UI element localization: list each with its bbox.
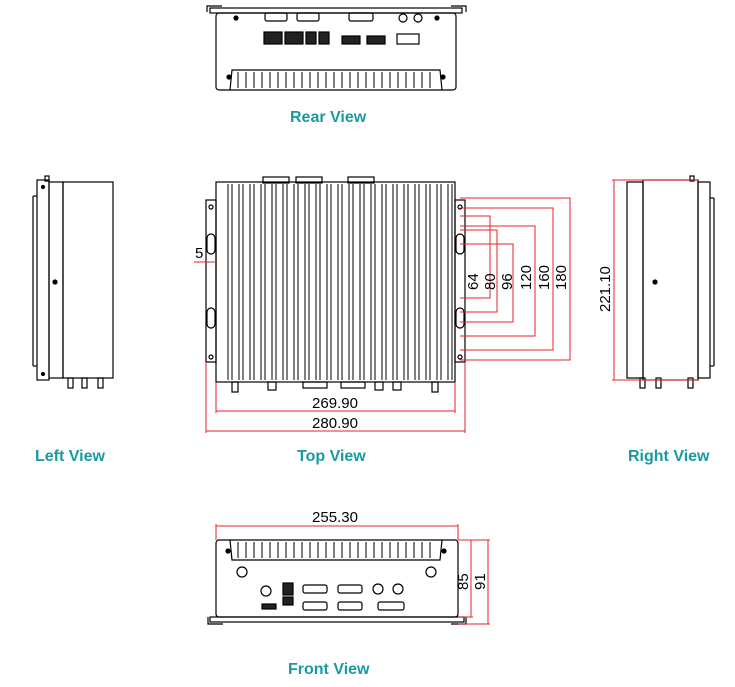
rear-usb-2 (318, 31, 330, 45)
rear-lan-port-2 (284, 31, 304, 45)
dim-v-160: 160 (536, 265, 553, 290)
rear-view-drawing (206, 5, 467, 91)
rear-usb-1 (305, 31, 317, 45)
top-view-caption: Top View (297, 448, 366, 465)
left-view-drawing (32, 175, 114, 389)
rear-lan-port-1 (263, 31, 283, 45)
dim-v-120: 120 (518, 265, 535, 290)
rear-db9-port-2 (296, 12, 320, 22)
dim-v-80: 80 (482, 273, 499, 290)
front-view-drawing (207, 539, 467, 625)
dim-v-180: 180 (553, 265, 570, 290)
dim-v-64: 64 (465, 273, 482, 290)
dim-v-96: 96 (499, 273, 516, 290)
rear-hdmi-2 (366, 35, 386, 45)
rear-power-terminal (396, 33, 420, 45)
top-view-drawing (205, 176, 466, 393)
dim-front-height-outer: 91 (472, 573, 489, 590)
right-view-caption: Right View (628, 448, 710, 465)
dim-top-width-outer: 280.90 (312, 415, 358, 432)
dim-front-height-inner: 85 (455, 573, 472, 590)
rear-view-caption: Rear View (290, 109, 367, 126)
dim-front-width: 255.30 (312, 509, 358, 526)
rear-fins (237, 72, 431, 88)
dimension-labels: 5 269.90 280.90 255.30 64 80 96 120 160 … (195, 245, 614, 590)
rear-db9-port-3 (348, 12, 374, 22)
rear-jack-1 (398, 13, 408, 23)
dimension-lines (194, 179, 698, 625)
rear-db9-port-1 (264, 12, 288, 22)
dim-right-depth: 221.10 (597, 266, 614, 312)
front-view-caption: Front View (288, 661, 370, 678)
left-view-caption: Left View (35, 448, 105, 465)
rear-jack-2 (413, 13, 423, 23)
right-view-drawing (626, 175, 715, 389)
dim-top-offset: 5 (195, 245, 203, 262)
dim-top-width-inner: 269.90 (312, 395, 358, 412)
rear-hdmi-1 (341, 35, 361, 45)
